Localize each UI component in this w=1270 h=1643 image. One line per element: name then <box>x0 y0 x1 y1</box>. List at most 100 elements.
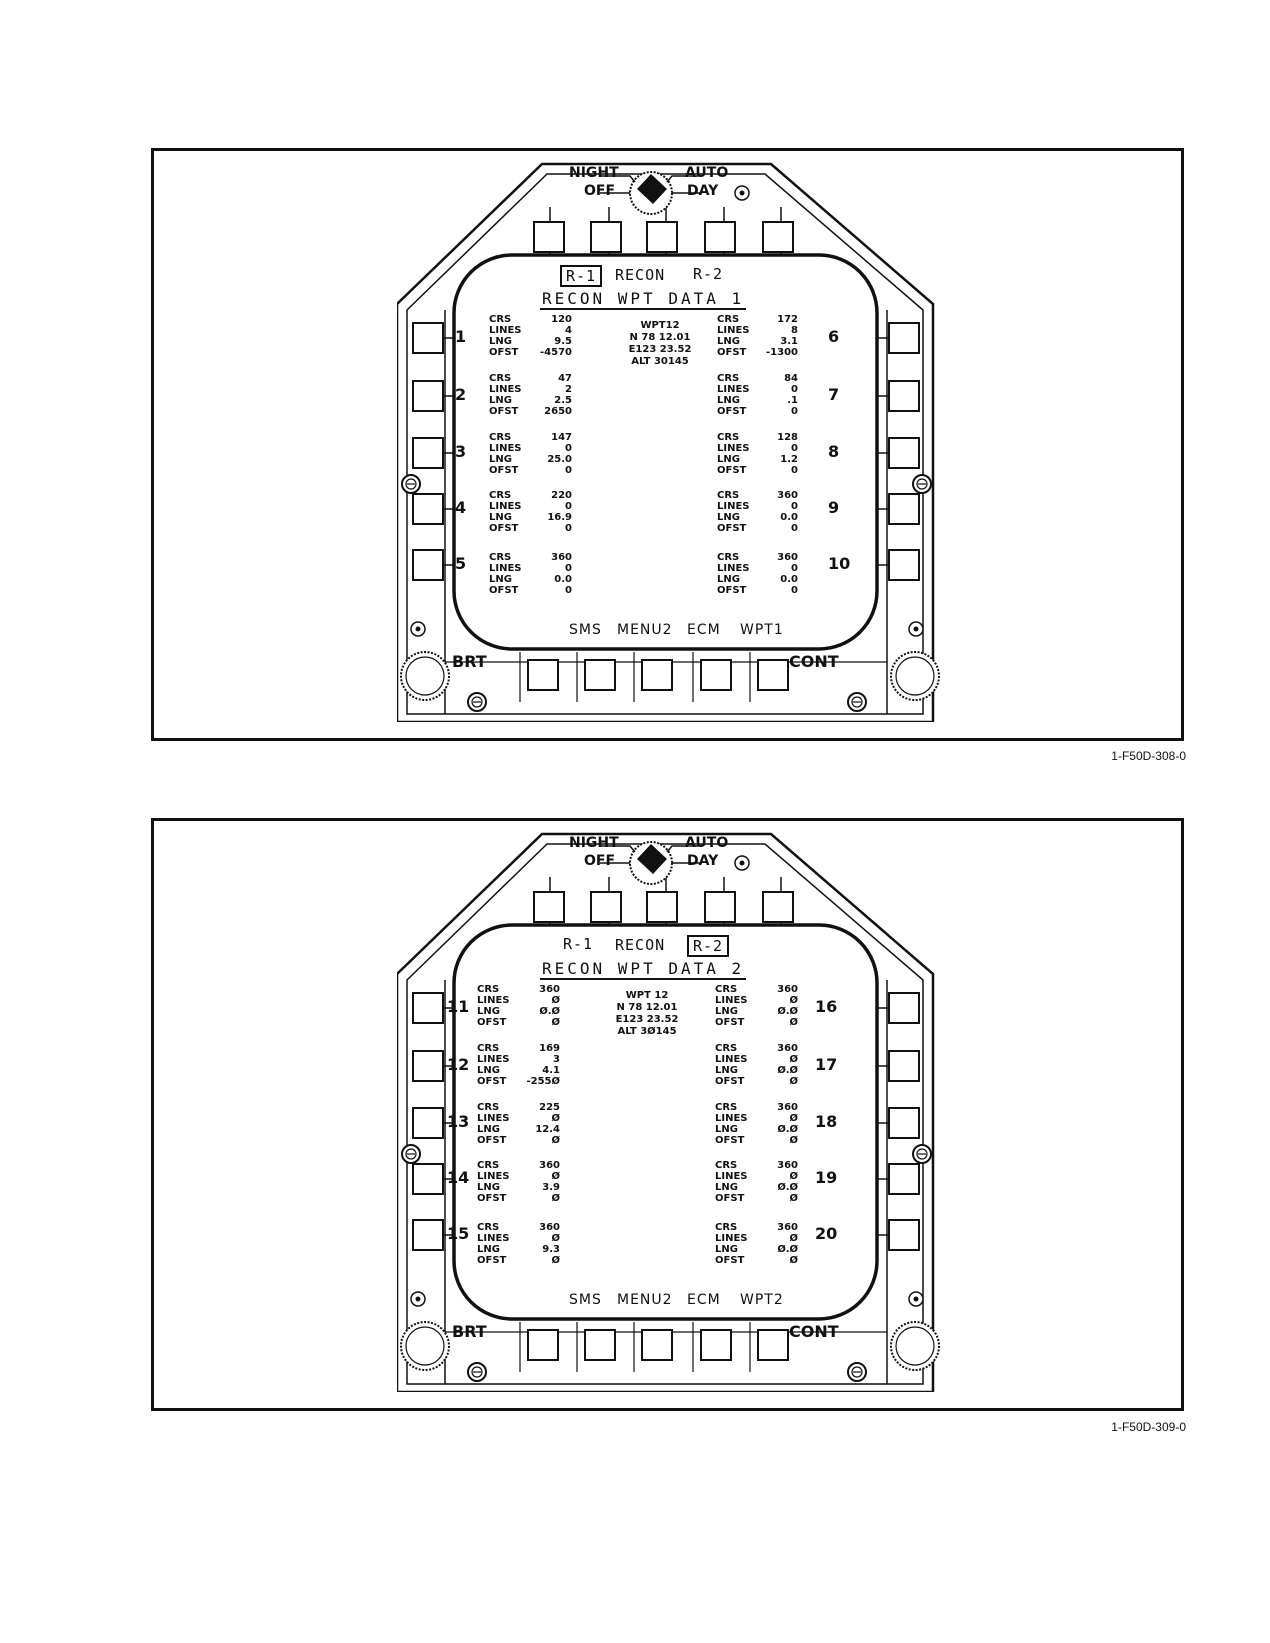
right-button-number: 18 <box>815 1112 838 1131</box>
wpt-latitude: N 78 12.01 <box>629 332 691 343</box>
top-pushbutton[interactable] <box>762 891 794 923</box>
top-pushbutton[interactable] <box>590 891 622 923</box>
knob-rim <box>895 656 935 696</box>
top-pushbutton[interactable] <box>762 221 794 253</box>
left-crs-value: 360 <box>551 552 572 563</box>
knob-leader <box>666 175 702 183</box>
right-row-label-lng: LNG <box>717 336 740 347</box>
cont-label: CONT <box>789 1322 839 1341</box>
left-lines-value: 4 <box>565 325 572 336</box>
right-lng-value: Ø.Ø <box>777 1182 798 1193</box>
left-pushbutton[interactable] <box>412 1050 444 1082</box>
right-lines-value: Ø <box>789 1171 798 1182</box>
knob-label-auto: AUTO <box>685 165 729 181</box>
right-row-label-ofst: OFST <box>715 1255 745 1266</box>
left-crs-value: 47 <box>558 373 572 384</box>
sensor-dot <box>913 626 919 632</box>
right-lng-value: Ø.Ø <box>777 1006 798 1017</box>
top-pushbutton[interactable] <box>590 221 622 253</box>
left-lines-value: 0 <box>565 501 572 512</box>
bottom-pushbutton[interactable] <box>584 659 616 691</box>
bottom-pushbutton[interactable] <box>527 1329 559 1361</box>
left-pushbutton[interactable] <box>412 549 444 581</box>
top-pushbutton[interactable] <box>704 221 736 253</box>
bottom-pushbutton[interactable] <box>700 659 732 691</box>
left-row-label-lng: LNG <box>477 1006 500 1017</box>
right-pushbutton[interactable] <box>888 992 920 1024</box>
left-pushbutton[interactable] <box>412 322 444 354</box>
left-row-label-crs: CRS <box>489 373 512 384</box>
tab-r2[interactable]: R-2 <box>687 935 730 957</box>
left-lng-value: 25.0 <box>547 454 572 465</box>
screw-head <box>405 478 417 490</box>
right-pushbutton[interactable] <box>888 1219 920 1251</box>
left-pushbutton[interactable] <box>412 437 444 469</box>
right-row-label-ofst: OFST <box>717 347 747 358</box>
bottom-pushbutton[interactable] <box>527 659 559 691</box>
right-pushbutton[interactable] <box>888 437 920 469</box>
left-button-number: 12 <box>447 1055 470 1074</box>
left-lines-value: 2 <box>565 384 572 395</box>
brightness-knob[interactable] <box>400 651 450 701</box>
right-pushbutton[interactable] <box>888 549 920 581</box>
right-row-label-crs: CRS <box>717 373 740 384</box>
tab-r2[interactable]: R-2 <box>693 265 724 283</box>
left-lng-value: 3.9 <box>542 1182 560 1193</box>
contrast-knob[interactable] <box>890 1321 940 1371</box>
left-row-label-lines: LINES <box>477 1054 510 1065</box>
top-pushbutton[interactable] <box>646 891 678 923</box>
bottom-pushbutton[interactable] <box>700 1329 732 1361</box>
right-pushbutton[interactable] <box>888 322 920 354</box>
bottom-pushbutton[interactable] <box>641 1329 673 1361</box>
knob-label-day: DAY <box>687 183 719 199</box>
right-row-label-ofst: OFST <box>715 1193 745 1204</box>
top-pushbutton[interactable] <box>533 891 565 923</box>
right-row-label-lng: LNG <box>717 574 740 585</box>
left-crs-value: 220 <box>551 490 572 501</box>
right-row-label-lines: LINES <box>715 1054 748 1065</box>
left-lines-value: 3 <box>553 1054 560 1065</box>
right-lng-value: Ø.Ø <box>777 1065 798 1076</box>
bottom-label-2: MENU2 <box>617 622 673 638</box>
left-pushbutton[interactable] <box>412 1107 444 1139</box>
knob-label-off: OFF <box>584 853 616 869</box>
left-pushbutton[interactable] <box>412 1219 444 1251</box>
left-button-number: 14 <box>447 1168 470 1187</box>
contrast-knob[interactable] <box>890 651 940 701</box>
left-pushbutton[interactable] <box>412 380 444 412</box>
right-pushbutton[interactable] <box>888 1163 920 1195</box>
left-pushbutton[interactable] <box>412 992 444 1024</box>
bottom-pushbutton[interactable] <box>757 1329 789 1361</box>
ddi-bezel-drawing <box>397 162 940 722</box>
left-pushbutton[interactable] <box>412 493 444 525</box>
right-button-number: 16 <box>815 997 838 1016</box>
right-pushbutton[interactable] <box>888 493 920 525</box>
left-row-label-crs: CRS <box>477 1160 500 1171</box>
bottom-pushbutton[interactable] <box>757 659 789 691</box>
top-pushbutton[interactable] <box>704 891 736 923</box>
left-lng-value: 12.4 <box>535 1124 560 1135</box>
left-row-label-ofst: OFST <box>489 585 519 596</box>
top-pushbutton[interactable] <box>646 221 678 253</box>
right-pushbutton[interactable] <box>888 1050 920 1082</box>
left-row-label-lng: LNG <box>489 574 512 585</box>
left-lng-value: 9.3 <box>542 1244 560 1255</box>
right-button-number: 10 <box>828 554 851 573</box>
left-pushbutton[interactable] <box>412 1163 444 1195</box>
top-pushbutton[interactable] <box>533 221 565 253</box>
knob-rim <box>895 1326 935 1366</box>
bottom-pushbutton[interactable] <box>641 659 673 691</box>
right-pushbutton[interactable] <box>888 380 920 412</box>
brightness-knob[interactable] <box>400 1321 450 1371</box>
right-pushbutton[interactable] <box>888 1107 920 1139</box>
bottom-pushbutton[interactable] <box>584 1329 616 1361</box>
wpt-altitude: ALT 30145 <box>631 356 689 367</box>
left-row-label-ofst: OFST <box>477 1017 507 1028</box>
wpt-name: WPT 12 <box>625 990 669 1001</box>
tab-r1[interactable]: R-1 <box>563 935 594 953</box>
tab-r1[interactable]: R-1 <box>560 265 603 287</box>
bottom-label-1: SMS <box>569 1292 602 1308</box>
left-row-label-ofst: OFST <box>477 1255 507 1266</box>
wpt-name: WPT12 <box>640 320 680 331</box>
